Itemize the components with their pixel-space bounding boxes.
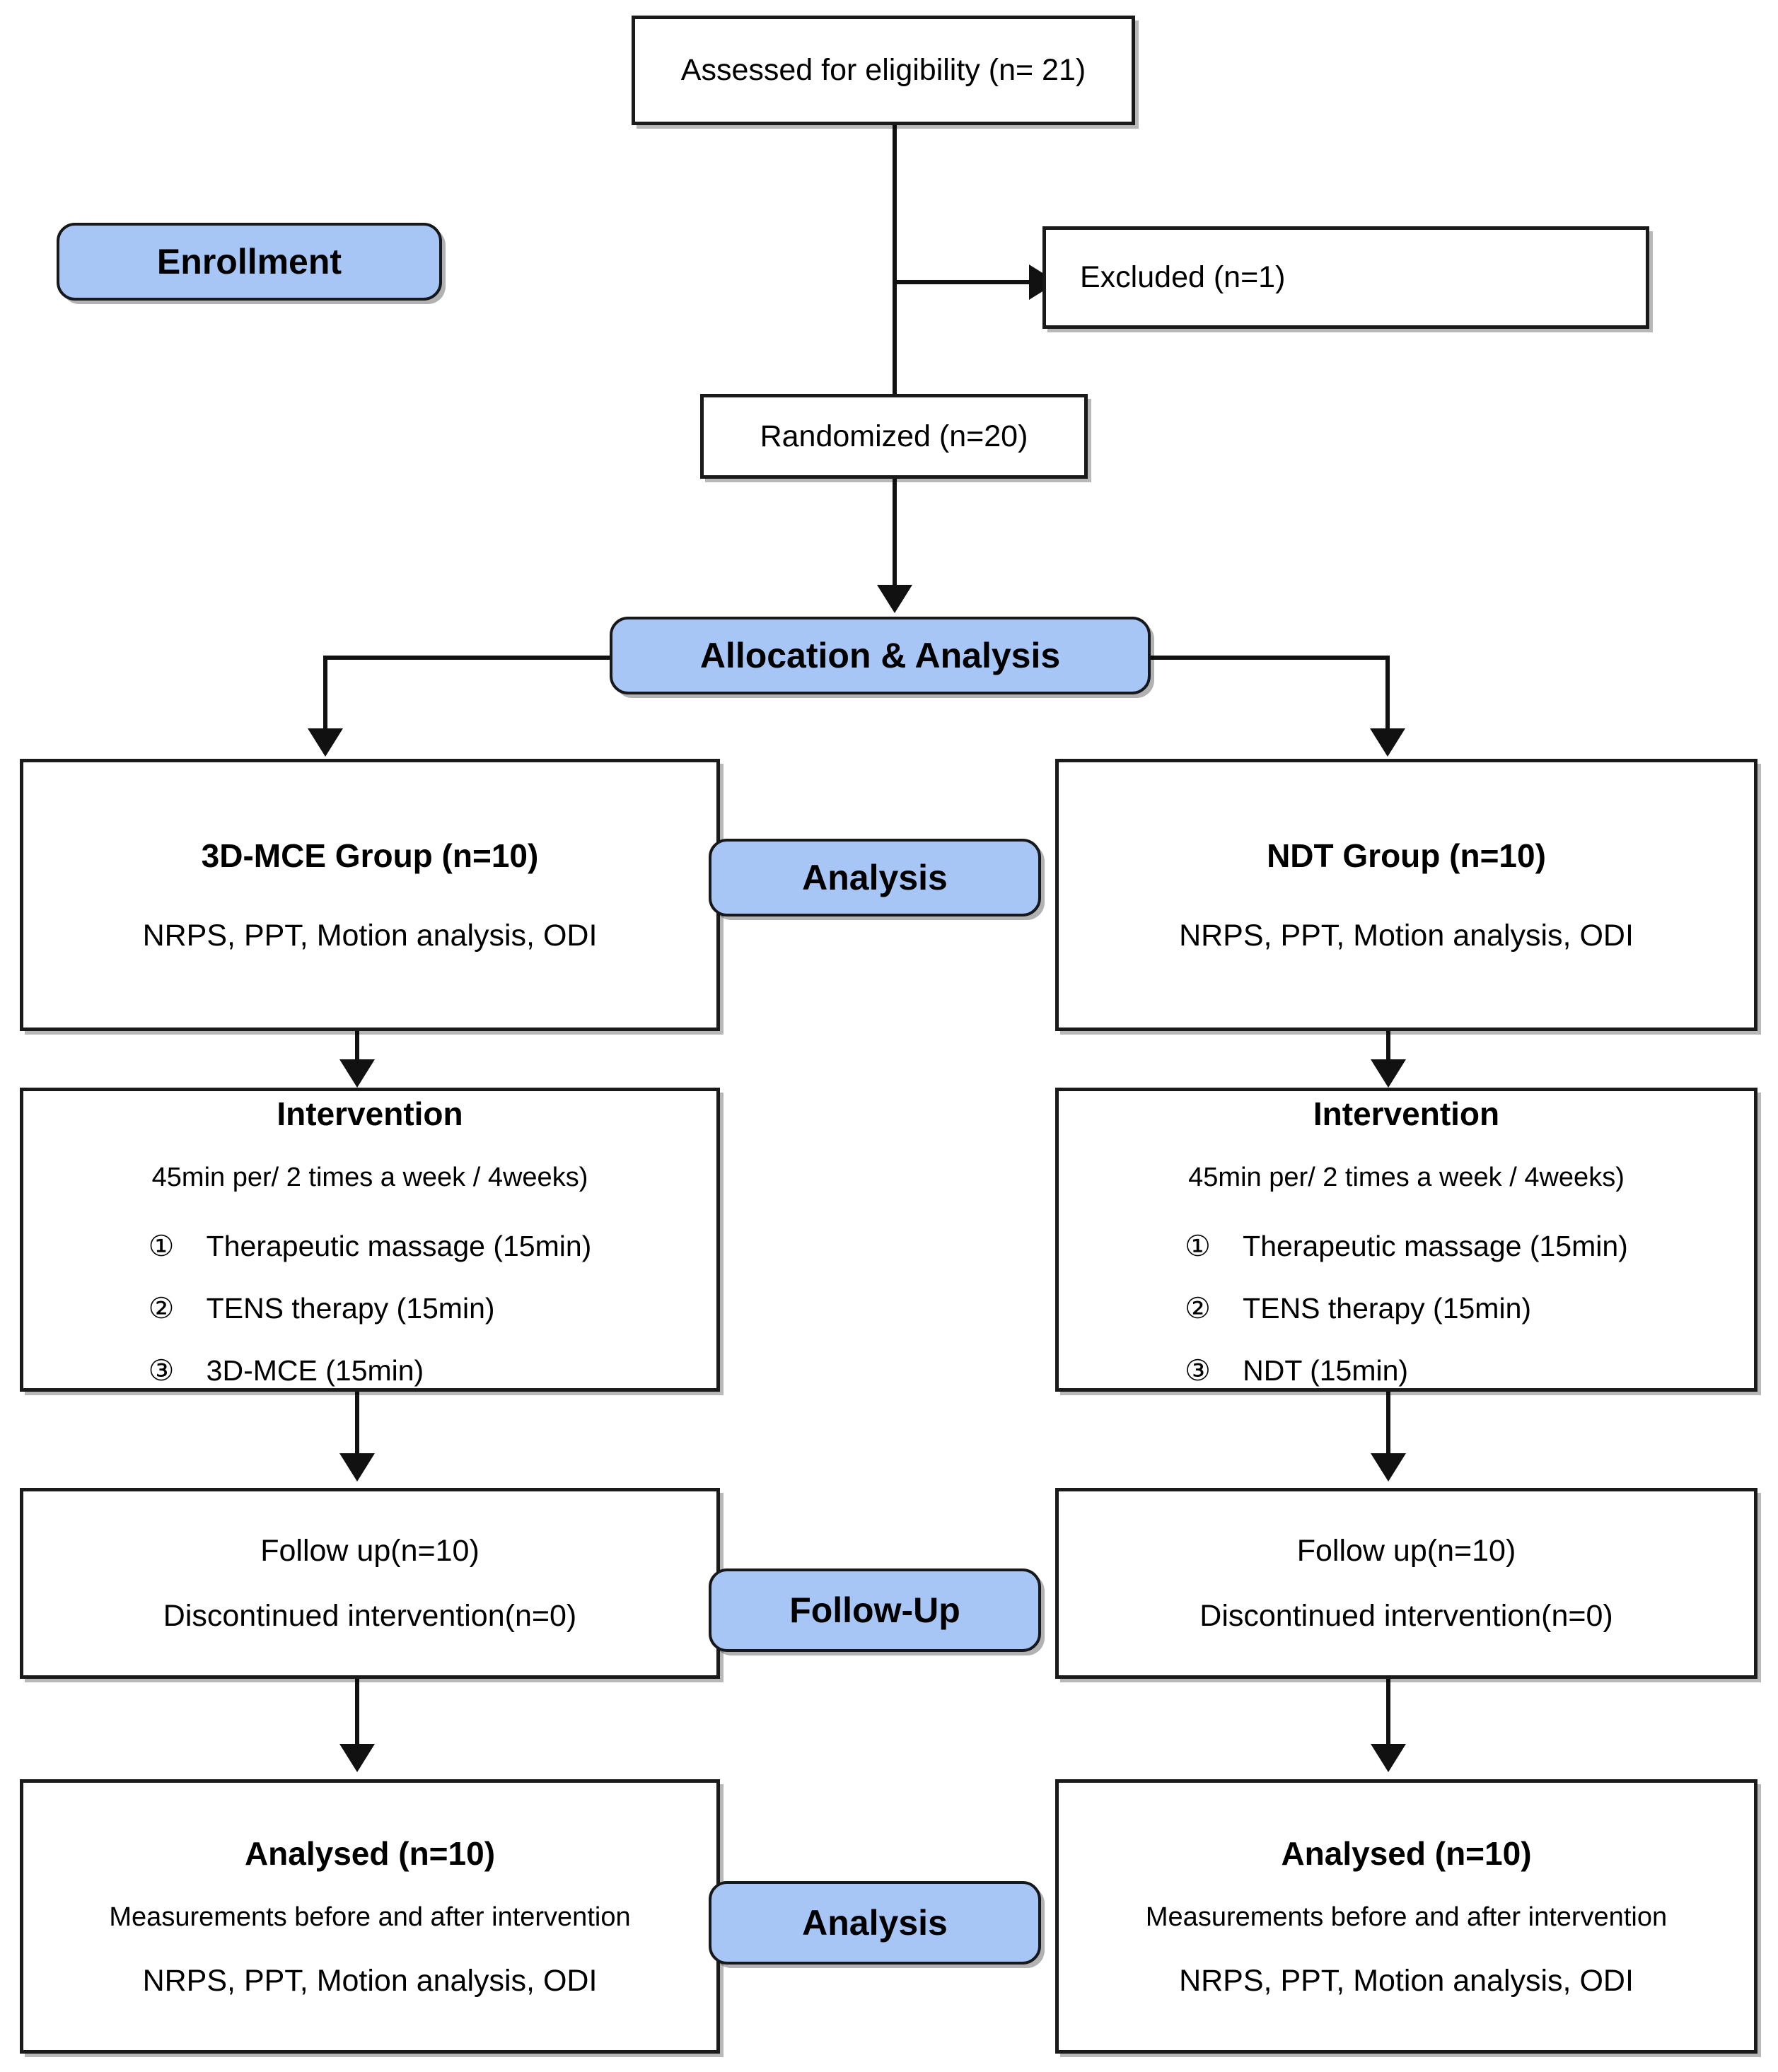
connector-right-intervention-to-followup	[1386, 1392, 1390, 1459]
stage-badge-follow-up-label: Follow-Up	[789, 1590, 960, 1630]
right-analysed-box: Analysed (n=10) Measurements before and …	[1055, 1779, 1757, 2054]
list-item: ① Therapeutic massage (15min)	[149, 1229, 592, 1263]
left-intervention-item-1-text: Therapeutic massage (15min)	[206, 1229, 592, 1262]
circled-number-2-icon: ②	[148, 1291, 175, 1325]
right-analysed-heading: Analysed (n=10)	[1281, 1835, 1532, 1873]
connector-left-followup-to-analysed	[355, 1679, 359, 1750]
connector-allocation-right-arrowhead	[1370, 728, 1405, 757]
stage-badge-enrollment: Enrollment	[57, 223, 442, 301]
right-intervention-item-3-text: NDT (15min)	[1243, 1354, 1409, 1387]
right-analysed-line1: Measurements before and after interventi…	[1145, 1902, 1668, 1933]
right-followup-line1: Follow up(n=10)	[1296, 1533, 1516, 1568]
list-item: ① Therapeutic massage (15min)	[1185, 1229, 1628, 1263]
right-group-measures: NRPS, PPT, Motion analysis, ODI	[1179, 918, 1634, 953]
stage-badge-analysis-mid: Analysis	[709, 839, 1041, 916]
connector-left-group-to-intervention	[355, 1031, 359, 1065]
connector-allocation-left-horizontal	[323, 656, 615, 660]
connector-right-intervention-arrowhead	[1371, 1453, 1406, 1482]
left-intervention-box: Intervention 45min per/ 2 times a week /…	[20, 1088, 720, 1392]
excluded-text: Excluded (n=1)	[1080, 260, 1286, 295]
right-followup-line2: Discontinued intervention(n=0)	[1199, 1599, 1613, 1633]
left-intervention-list: ① Therapeutic massage (15min) ② TENS the…	[149, 1229, 592, 1387]
right-intervention-item-2-text: TENS therapy (15min)	[1243, 1291, 1532, 1325]
connector-left-followup-arrowhead	[339, 1744, 375, 1772]
right-group-title: NDT Group (n=10)	[1267, 837, 1546, 875]
left-intervention-item-2-text: TENS therapy (15min)	[206, 1291, 495, 1325]
left-intervention-heading: Intervention	[277, 1095, 463, 1133]
connector-allocation-left-vertical	[323, 656, 327, 747]
circled-number-2-icon: ②	[1185, 1291, 1211, 1325]
right-intervention-list: ① Therapeutic massage (15min) ② TENS the…	[1185, 1229, 1628, 1387]
left-followup-line1: Follow up(n=10)	[260, 1533, 480, 1568]
randomized-text: Randomized (n=20)	[760, 419, 1028, 453]
right-intervention-item-1-text: Therapeutic massage (15min)	[1243, 1229, 1628, 1262]
circled-number-3-icon: ③	[148, 1354, 175, 1387]
connector-left-intervention-arrowhead	[339, 1453, 375, 1482]
left-group-box: 3D-MCE Group (n=10) NRPS, PPT, Motion an…	[20, 759, 720, 1031]
connector-right-followup-arrowhead	[1371, 1744, 1406, 1772]
stage-badge-allocation-analysis: Allocation & Analysis	[610, 617, 1151, 694]
left-followup-line2: Discontinued intervention(n=0)	[163, 1599, 577, 1633]
assessed-for-eligibility-text: Assessed for eligibility (n= 21)	[680, 53, 1086, 88]
connector-allocation-right-vertical	[1385, 656, 1390, 747]
right-intervention-box: Intervention 45min per/ 2 times a week /…	[1055, 1088, 1757, 1392]
connector-right-group-arrowhead	[1371, 1059, 1406, 1088]
connector-allocation-right-horizontal	[1146, 656, 1390, 660]
left-followup-box: Follow up(n=10) Discontinued interventio…	[20, 1488, 720, 1679]
right-analysed-line2: NRPS, PPT, Motion analysis, ODI	[1179, 1963, 1634, 1998]
left-analysed-box: Analysed (n=10) Measurements before and …	[20, 1779, 720, 2054]
left-group-measures: NRPS, PPT, Motion analysis, ODI	[142, 918, 598, 953]
left-analysed-line1: Measurements before and after interventi…	[109, 1902, 631, 1933]
connector-allocation-left-arrowhead	[308, 728, 343, 757]
left-analysed-line2: NRPS, PPT, Motion analysis, ODI	[142, 1963, 598, 1998]
randomized-box: Randomized (n=20)	[700, 394, 1088, 479]
list-item: ③ NDT (15min)	[1185, 1354, 1628, 1387]
circled-number-3-icon: ③	[1185, 1354, 1211, 1387]
connector-assessed-to-randomized	[893, 125, 897, 394]
list-item: ② TENS therapy (15min)	[149, 1291, 592, 1325]
left-analysed-heading: Analysed (n=10)	[244, 1835, 496, 1873]
right-intervention-dosage: 45min per/ 2 times a week / 4weeks)	[1188, 1163, 1625, 1193]
excluded-box: Excluded (n=1)	[1042, 226, 1649, 329]
stage-badge-analysis-bottom: Analysis	[709, 1881, 1041, 1965]
connector-excluded-horizontal	[893, 280, 1045, 284]
left-intervention-item-3-text: 3D-MCE (15min)	[206, 1354, 424, 1387]
left-group-title: 3D-MCE Group (n=10)	[201, 837, 539, 875]
connector-right-followup-to-analysed	[1386, 1679, 1390, 1750]
connector-right-group-to-intervention	[1386, 1031, 1390, 1065]
circled-number-1-icon: ①	[148, 1229, 175, 1262]
stage-badge-follow-up: Follow-Up	[709, 1568, 1041, 1652]
circled-number-1-icon: ①	[1185, 1229, 1211, 1262]
right-group-box: NDT Group (n=10) NRPS, PPT, Motion analy…	[1055, 759, 1757, 1031]
list-item: ② TENS therapy (15min)	[1185, 1291, 1628, 1325]
stage-badge-analysis-bottom-label: Analysis	[802, 1903, 948, 1943]
right-followup-box: Follow up(n=10) Discontinued interventio…	[1055, 1488, 1757, 1679]
assessed-for-eligibility-box: Assessed for eligibility (n= 21)	[632, 16, 1135, 125]
right-intervention-heading: Intervention	[1313, 1095, 1500, 1133]
connector-randomized-to-allocation	[893, 479, 897, 592]
stage-badge-enrollment-label: Enrollment	[156, 242, 342, 281]
connector-left-intervention-to-followup	[355, 1392, 359, 1459]
stage-badge-analysis-mid-label: Analysis	[802, 858, 948, 897]
connector-randomized-arrowhead	[877, 585, 912, 613]
connector-left-group-arrowhead	[339, 1059, 375, 1088]
stage-badge-allocation-analysis-label: Allocation & Analysis	[699, 636, 1061, 675]
left-intervention-dosage: 45min per/ 2 times a week / 4weeks)	[151, 1163, 588, 1193]
list-item: ③ 3D-MCE (15min)	[149, 1354, 592, 1387]
